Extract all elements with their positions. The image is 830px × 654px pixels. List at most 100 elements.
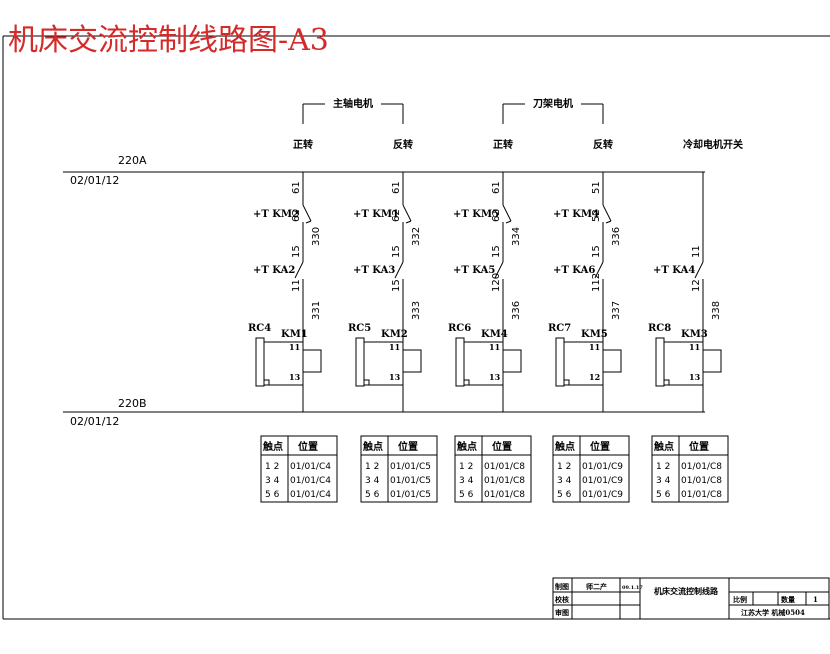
coil-terminal-bottom: 13 <box>489 372 501 382</box>
table-header-contact: 触点 <box>653 440 674 453</box>
rc-snubber-body <box>355 337 365 387</box>
contactor-coil-label: KM4 <box>481 329 508 340</box>
coil-terminal-bottom: 13 <box>289 372 301 382</box>
wire-number: 333 <box>411 301 422 320</box>
coil-box <box>302 349 322 373</box>
rc-snubber-body <box>255 337 265 387</box>
table-position-ref: 01/01/C8 <box>681 462 722 472</box>
contact-hook <box>605 220 612 224</box>
relay-contact-label: +T KA4 <box>653 265 695 276</box>
contact-hook <box>405 220 412 224</box>
table-position-ref: 01/01/C4 <box>290 476 331 486</box>
branch-direction-label: 正转 <box>493 138 513 151</box>
table-border <box>651 435 729 503</box>
wire-number: 337 <box>611 301 622 320</box>
tb-drawing-name: 机床交流控制线路 <box>654 586 719 596</box>
contactor-coil-label: KM1 <box>281 329 308 340</box>
coil-box <box>402 349 422 373</box>
contact-hook <box>305 220 312 224</box>
rc-snubber-tab <box>363 379 370 386</box>
coil-terminal-top: 11 <box>689 342 700 352</box>
terminal-number: 120 <box>491 273 502 292</box>
coil-terminal-bottom: 13 <box>689 372 701 382</box>
nc-contact-1 <box>402 204 412 222</box>
branch-direction-label: 反转 <box>393 138 413 151</box>
table-position-ref: 01/01/C9 <box>582 476 623 486</box>
rc-snubber-tab <box>463 379 470 386</box>
table-border <box>552 435 630 503</box>
contact-tables: 触点 位置 1 2 01/01/C4 3 4 01/01/C4 5 6 01/01/C4 触点 位… <box>260 435 729 503</box>
bus-220a-ref: 02/01/12 <box>70 174 119 187</box>
coil-terminal-top: 11 <box>389 342 400 352</box>
tb-check-label: 校核 <box>555 595 569 604</box>
table-contact-pair: 5 6 <box>265 490 280 500</box>
group-label: 刀架电机 <box>533 97 573 110</box>
wire-number: 336 <box>611 227 622 246</box>
terminal-number: 62 <box>391 209 402 222</box>
table-header-position: 位置 <box>492 440 512 453</box>
table-header-contact: 触点 <box>554 440 575 453</box>
table-position-ref: 01/01/C8 <box>484 490 525 500</box>
terminal-number: 11 <box>691 245 702 258</box>
rc-snubber-body <box>555 337 565 387</box>
bus-220a-label: 220A <box>118 154 147 167</box>
nc-contact-1 <box>602 204 612 222</box>
table-position-ref: 01/01/C5 <box>390 462 431 472</box>
table-contact-pair: 5 6 <box>459 490 474 500</box>
rc-snubber-label: RC8 <box>648 323 671 334</box>
tb-drawn-name: 师二产 <box>586 582 607 591</box>
table-contact-pair: 1 2 <box>459 462 473 472</box>
relay-contact-label: +T KA3 <box>353 265 395 276</box>
no-contact-2 <box>294 261 304 279</box>
rc-snubber-label: RC7 <box>548 323 571 334</box>
coil-terminal-top: 11 <box>289 342 300 352</box>
relay-contact-label: +T KA6 <box>553 265 595 276</box>
terminal-number: 11 <box>291 279 302 292</box>
terminal-number: 15 <box>491 245 502 258</box>
no-contact-2 <box>594 261 604 279</box>
table-header-position: 位置 <box>298 440 318 453</box>
branch-direction-label: 反转 <box>593 138 613 151</box>
relay-contact-label: +T KA2 <box>253 265 295 276</box>
wire-number: 330 <box>311 227 322 246</box>
interlock-contact-label: +T KM4 <box>553 209 599 220</box>
terminal-number: 112 <box>591 273 602 292</box>
wire-number: 331 <box>311 301 322 320</box>
table-contact-pair: 3 4 <box>656 476 671 486</box>
contactor-coil-label: KM5 <box>581 329 608 340</box>
table-header-contact: 触点 <box>456 440 477 453</box>
wire-number: 336 <box>511 301 522 320</box>
coil-terminal-bottom: 13 <box>389 372 401 382</box>
table-contact-pair: 1 2 <box>656 462 670 472</box>
table-contact-pair: 1 2 <box>265 462 279 472</box>
tb-qty-label: 数量 <box>781 595 795 604</box>
contact-hook <box>505 220 512 224</box>
branch-direction-label: 正转 <box>293 138 313 151</box>
coil-box <box>502 349 522 373</box>
table-border <box>454 435 532 503</box>
drawing-frame <box>2 35 830 620</box>
table-contact-pair: 3 4 <box>459 476 474 486</box>
table-position-ref: 01/01/C4 <box>290 462 331 472</box>
terminal-number: 15 <box>391 279 402 292</box>
terminal-number: 62 <box>291 209 302 222</box>
tb-approve-label: 审图 <box>555 608 569 617</box>
table-position-ref: 01/01/C4 <box>290 490 331 500</box>
rc-snubber-label: RC5 <box>348 323 371 334</box>
coil-box <box>702 349 722 373</box>
wire-number: 332 <box>411 227 422 246</box>
table-position-ref: 01/01/C9 <box>582 490 623 500</box>
terminal-number: 15 <box>391 245 402 258</box>
terminal-number: 61 <box>491 181 502 194</box>
table-contact-pair: 1 2 <box>365 462 379 472</box>
coil-terminal-top: 11 <box>589 342 600 352</box>
